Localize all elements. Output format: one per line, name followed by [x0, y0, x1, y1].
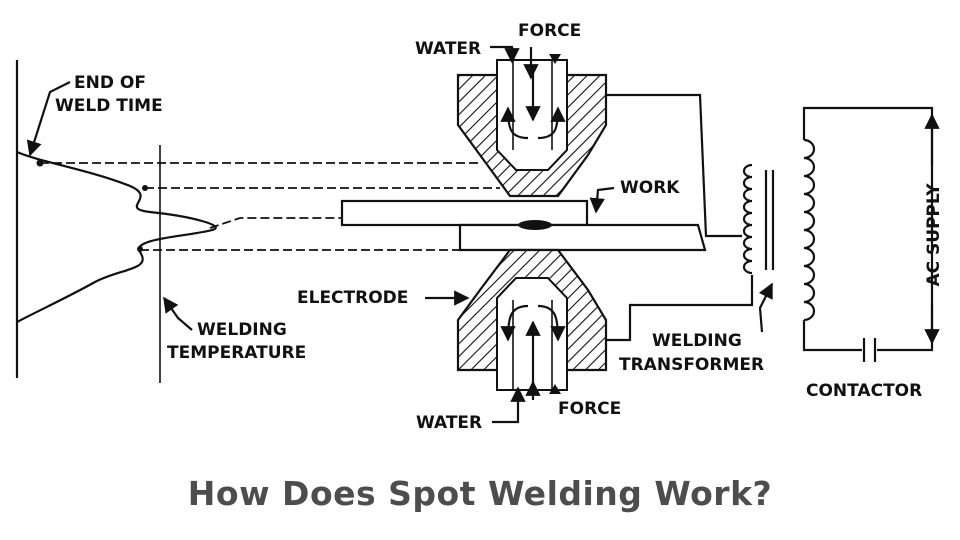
label-electrode: ELECTRODE	[297, 288, 408, 308]
upper-water-arrow-return-left	[500, 106, 529, 140]
label-force-bottom: FORCE	[558, 399, 621, 419]
projection-line-3	[209, 217, 520, 229]
label-temperature: TEMPERATURE	[167, 343, 306, 363]
label-water-top: WATER	[415, 39, 481, 59]
welding-transformer-leader	[758, 282, 773, 333]
diagram-labels: WATER FORCE END OF WELD TIME WORK AC SUP…	[55, 21, 944, 433]
label-work: WORK	[620, 178, 680, 198]
welding-transformer	[742, 138, 816, 322]
water-top-leader	[490, 45, 520, 64]
projection-lines	[40, 162, 520, 251]
upper-electrode	[456, 54, 608, 198]
wire-lower-electrode	[606, 275, 754, 342]
circuit-wiring	[606, 93, 940, 362]
wire-upper-electrode	[606, 93, 742, 238]
work-pieces	[340, 199, 707, 252]
label-ac-supply: AC SUPPLY	[924, 183, 944, 287]
lower-workpiece	[458, 223, 707, 252]
upper-water-arrow-return-right	[537, 106, 566, 140]
lower-water-arrow-return-left	[500, 304, 529, 342]
label-weld-time: WELD TIME	[55, 96, 163, 116]
weld-nugget	[518, 220, 552, 230]
wire-primary-bottom	[802, 320, 862, 352]
secondary-coil	[742, 163, 753, 275]
work-leader	[589, 186, 615, 214]
lower-electrode	[456, 248, 608, 394]
lower-water-arrow-return-right	[537, 304, 566, 342]
temperature-curve	[16, 150, 217, 323]
primary-coil	[803, 138, 816, 322]
page-title: How Does Spot Welding Work?	[187, 474, 773, 513]
end-of-weld-leader	[26, 81, 71, 157]
label-welding-transformer-1: WELDING	[652, 331, 742, 351]
temperature-graph	[15, 60, 217, 383]
upper-workpiece	[340, 199, 589, 227]
welding-temperature-leader	[163, 296, 193, 331]
leader-arrows	[26, 45, 773, 424]
upper-force-arrowhead	[549, 54, 561, 64]
label-water-bottom: WATER	[416, 413, 482, 433]
wire-primary-top	[802, 106, 934, 352]
label-welding: WELDING	[197, 320, 287, 340]
lower-force-arrowhead	[549, 384, 561, 394]
curve-point-lower	[137, 246, 143, 252]
label-force-top: FORCE	[518, 21, 581, 41]
label-contactor: CONTACTOR	[806, 381, 922, 401]
water-bottom-leader	[492, 386, 526, 424]
label-end-of: END OF	[74, 73, 146, 93]
label-welding-transformer-2: TRANSFORMER	[619, 355, 764, 375]
